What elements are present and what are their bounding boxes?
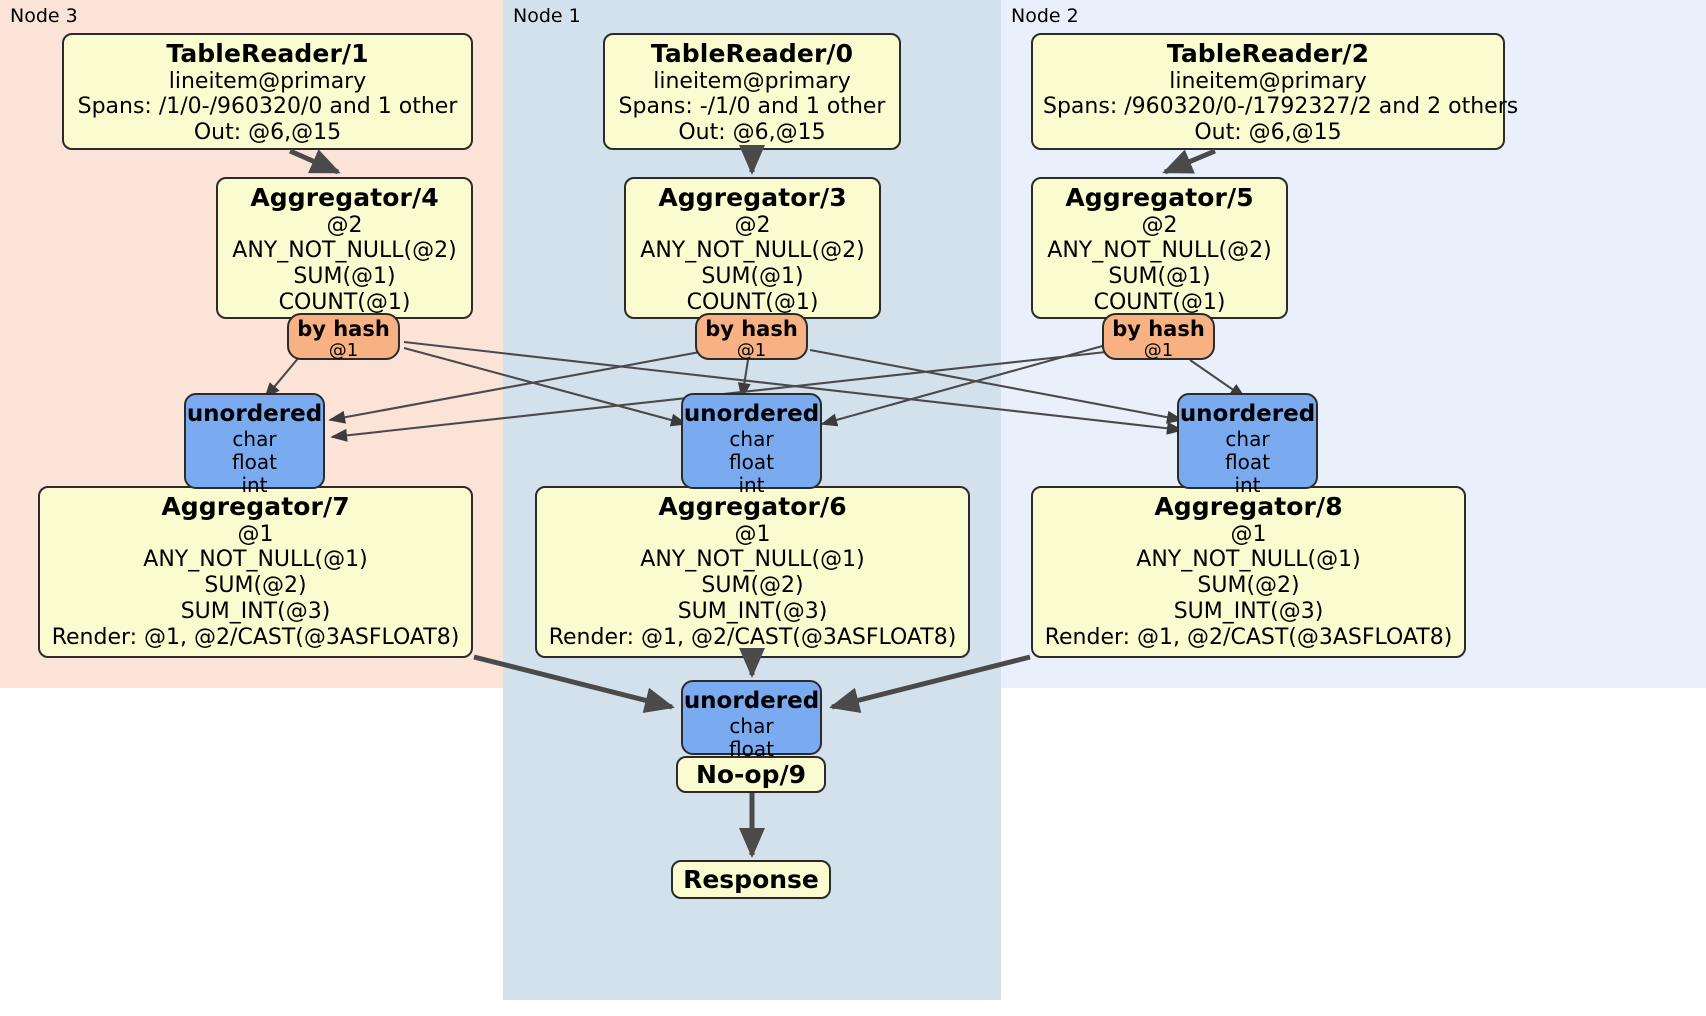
aggregator-6-box[interactable]: Aggregator/6 @1 ANY_NOT_NULL(@1) SUM(@2)… (535, 486, 970, 658)
table-reader-0-out: Out: @6,@15 (678, 120, 826, 146)
unordered-synchronizer-final[interactable]: unordered char float (681, 680, 822, 761)
unordered-right-title: unordered (1179, 401, 1316, 427)
unordered-right-type-1: float (1225, 449, 1270, 474)
table-reader-1-table: lineitem@primary (168, 68, 367, 94)
unordered-left-type-1: float (232, 449, 277, 474)
panel-node-2-label: Node 2 (1011, 5, 1079, 27)
aggregator-7-title: Aggregator/7 (161, 492, 350, 521)
aggregator-6-render: Render: @1, @2/CAST(@3ASFLOAT8) (548, 625, 957, 651)
unordered-center-title: unordered (683, 401, 820, 427)
aggregator-6-title: Aggregator/6 (658, 492, 847, 521)
table-reader-0-spans: Spans: -/1/0 and 1 other (618, 94, 886, 120)
aggregator-4-box[interactable]: Aggregator/4 @2 ANY_NOT_NULL(@2) SUM(@1)… (216, 177, 473, 319)
table-reader-1-title: TableReader/1 (166, 39, 369, 68)
unordered-final-title: unordered (683, 688, 820, 714)
unordered-left-type-0: char (232, 426, 277, 451)
table-reader-0-table: lineitem@primary (653, 68, 851, 94)
unordered-synchronizer-center[interactable]: unordered char float int (681, 393, 822, 497)
hash-router-center[interactable]: by hash @1 (695, 313, 808, 360)
aggregator-5-box[interactable]: Aggregator/5 @2 ANY_NOT_NULL(@2) SUM(@1)… (1031, 177, 1288, 319)
aggregator-3-box[interactable]: Aggregator/3 @2 ANY_NOT_NULL(@2) SUM(@1)… (624, 177, 881, 319)
aggregator-5-agg-0: ANY_NOT_NULL(@2) (1047, 238, 1272, 264)
table-reader-2-table: lineitem@primary (1169, 68, 1367, 94)
aggregator-7-box[interactable]: Aggregator/7 @1 ANY_NOT_NULL(@1) SUM(@2)… (38, 486, 473, 658)
aggregator-6-agg-0: ANY_NOT_NULL(@1) (640, 547, 865, 573)
table-reader-0-box[interactable]: TableReader/0 lineitem@primary Spans: -/… (603, 33, 901, 150)
aggregator-3-title: Aggregator/3 (658, 183, 847, 212)
aggregator-5-title: Aggregator/5 (1065, 183, 1254, 212)
aggregator-4-agg-0: ANY_NOT_NULL(@2) (232, 238, 457, 264)
table-reader-2-out: Out: @6,@15 (1194, 120, 1342, 146)
aggregator-8-title: Aggregator/8 (1154, 492, 1343, 521)
table-reader-1-spans: Spans: /1/0-/960320/0 and 1 other (77, 94, 458, 120)
hash-router-right-column: @1 (1143, 340, 1174, 362)
unordered-final-type-1: float (729, 736, 774, 761)
unordered-left-title: unordered (186, 401, 323, 427)
aggregator-7-agg-1: SUM(@2) (204, 573, 307, 599)
aggregator-8-box[interactable]: Aggregator/8 @1 ANY_NOT_NULL(@1) SUM(@2)… (1031, 486, 1466, 658)
no-op-9-box[interactable]: No-op/9 (676, 756, 826, 793)
response-title: Response (683, 865, 819, 894)
aggregator-7-agg-0: ANY_NOT_NULL(@1) (143, 547, 368, 573)
unordered-synchronizer-left[interactable]: unordered char float int (184, 393, 325, 497)
table-reader-2-box[interactable]: TableReader/2 lineitem@primary Spans: /9… (1031, 33, 1519, 150)
hash-router-left-column: @1 (328, 340, 359, 362)
table-reader-2-spans: Spans: /960320/0-/1792327/2 and 2 others (1043, 94, 1519, 120)
aggregator-4-agg-1: SUM(@1) (293, 264, 396, 290)
aggregator-6-agg-1: SUM(@2) (701, 573, 804, 599)
aggregator-6-group: @1 (734, 521, 771, 547)
unordered-right-type-2: int (1234, 473, 1261, 498)
unordered-center-type-1: float (729, 449, 774, 474)
aggregator-8-agg-2: SUM_INT(@3) (1173, 599, 1324, 625)
aggregator-5-group: @2 (1141, 212, 1178, 238)
panel-node-3-label: Node 3 (10, 5, 78, 27)
aggregator-8-group: @1 (1230, 521, 1267, 547)
aggregator-4-title: Aggregator/4 (250, 183, 439, 212)
aggregator-3-agg-2: COUNT(@1) (686, 290, 819, 316)
table-reader-1-out: Out: @6,@15 (193, 120, 342, 146)
aggregator-6-agg-2: SUM_INT(@3) (677, 599, 828, 625)
unordered-center-type-2: int (738, 473, 765, 498)
aggregator-3-agg-1: SUM(@1) (701, 264, 804, 290)
hash-router-right-type: by hash (1112, 317, 1205, 341)
hash-router-center-type: by hash (705, 317, 798, 341)
no-op-9-title: No-op/9 (695, 760, 807, 789)
response-box[interactable]: Response (671, 860, 831, 899)
unordered-center-type-0: char (729, 426, 774, 451)
unordered-right-type-0: char (1225, 426, 1270, 451)
hash-router-right[interactable]: by hash @1 (1102, 313, 1215, 360)
unordered-synchronizer-right[interactable]: unordered char float int (1177, 393, 1318, 497)
aggregator-7-agg-2: SUM_INT(@3) (180, 599, 331, 625)
table-reader-0-title: TableReader/0 (650, 39, 854, 68)
aggregator-7-render: Render: @1, @2/CAST(@3ASFLOAT8) (51, 625, 460, 651)
aggregator-8-render: Render: @1, @2/CAST(@3ASFLOAT8) (1044, 625, 1453, 651)
aggregator-5-agg-2: COUNT(@1) (1093, 290, 1226, 316)
aggregator-4-group: @2 (326, 212, 363, 238)
panel-node-1-label: Node 1 (513, 5, 581, 27)
hash-router-left[interactable]: by hash @1 (287, 313, 400, 360)
aggregator-8-agg-0: ANY_NOT_NULL(@1) (1136, 547, 1361, 573)
hash-router-left-type: by hash (297, 317, 390, 341)
unordered-left-type-2: int (241, 473, 268, 498)
aggregator-8-agg-1: SUM(@2) (1197, 573, 1300, 599)
unordered-final-type-0: char (729, 713, 774, 738)
table-reader-1-box[interactable]: TableReader/1 lineitem@primary Spans: /1… (62, 33, 473, 150)
aggregator-3-group: @2 (734, 212, 771, 238)
aggregator-3-agg-0: ANY_NOT_NULL(@2) (640, 238, 865, 264)
aggregator-5-agg-1: SUM(@1) (1108, 264, 1211, 290)
hash-router-center-column: @1 (736, 340, 767, 362)
aggregator-7-group: @1 (237, 521, 274, 547)
aggregator-4-agg-2: COUNT(@1) (278, 290, 411, 316)
table-reader-2-title: TableReader/2 (1166, 39, 1370, 68)
